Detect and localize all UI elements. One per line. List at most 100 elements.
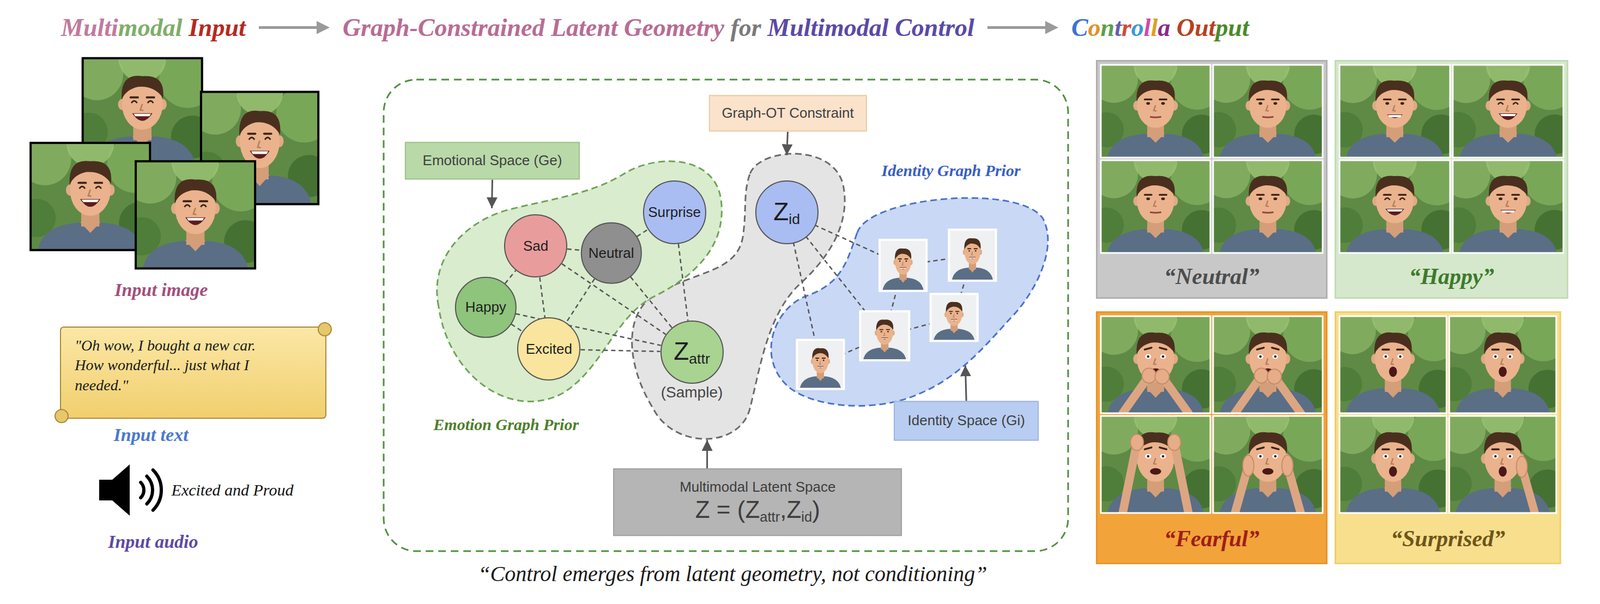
identity-link: [820, 335, 885, 365]
portrait-photo: [879, 239, 927, 292]
portrait-photo: [1213, 64, 1323, 158]
quote-text: "Oh wow, I bought a new car. How wonderf…: [74, 335, 282, 396]
emotion-node: Excited: [517, 317, 581, 381]
portrait-photo: [859, 311, 909, 361]
photo-frame: [859, 311, 909, 361]
identity-link: [786, 211, 903, 265]
dashed-link: [566, 278, 595, 323]
photo-frame: [1213, 316, 1323, 414]
emotion-label: Neutral: [588, 244, 635, 262]
identity-link: [786, 211, 886, 336]
quote-scroll: "Oh wow, I bought a new car. How wonderf…: [52, 321, 334, 424]
expression-label: “Neutral”: [1164, 263, 1260, 290]
portrait-photo: [1449, 316, 1556, 414]
output-panel: “Surprised”: [1334, 311, 1562, 565]
dashed-link: [630, 276, 672, 328]
title-row: Multimodal InputGraph-Constrained Latent…: [61, 13, 1250, 42]
portrait-photo: [948, 229, 996, 281]
latent-symbol: Zid: [773, 196, 800, 228]
portrait-photo: [1100, 64, 1211, 158]
photo-frame: [1449, 415, 1556, 513]
latent-symbol: Zattr: [673, 336, 711, 368]
dashed-link: [561, 263, 666, 335]
identity-link: [786, 211, 821, 365]
box-label: Z = (Zattr,Zid): [695, 495, 821, 526]
photo-frame: [1339, 316, 1447, 414]
box-label: Graph-OT Constraint: [721, 104, 854, 122]
output-panel: “Fearful”: [1095, 311, 1328, 565]
photo-frame: [1100, 415, 1211, 513]
portrait-photo: [201, 92, 319, 205]
portrait-photo: [796, 340, 844, 390]
audio-description: Excited and Proud: [171, 480, 294, 500]
portrait-photo: [1100, 316, 1211, 414]
outer-region: [383, 79, 1069, 551]
photo-frame: [948, 229, 996, 281]
emotion-label: Surprise: [647, 203, 701, 221]
photo-frame: [201, 92, 319, 205]
portrait-photo: [82, 58, 203, 164]
portrait-photo: [30, 142, 150, 251]
photo-frame: [1100, 160, 1211, 253]
photo-frame: [1452, 160, 1564, 253]
panel-ground: [1095, 59, 1328, 299]
latent-node: Zid: [755, 180, 819, 244]
dashed-link: [567, 249, 581, 251]
identity-link: [884, 317, 954, 336]
portrait-photo: [930, 293, 978, 341]
box-label: Multimodal Latent Space: [679, 478, 836, 496]
emotion-node: Happy: [455, 276, 517, 338]
panel-ground: [1334, 59, 1569, 299]
section-label: Controlla Output: [1071, 13, 1250, 42]
photo-frame: [1213, 64, 1323, 158]
region-title: Emotion Graph Prior: [433, 415, 579, 434]
space-box: Identity Space (Gi): [893, 401, 1039, 441]
photo-frame: [1100, 316, 1211, 414]
expression-label: “Surprised”: [1390, 525, 1506, 552]
portrait-photo: [1339, 316, 1447, 414]
photo-frame: [1449, 316, 1556, 414]
photo-frame: [1452, 64, 1564, 158]
dashed-link: [580, 349, 660, 352]
region-title: Identity Graph Prior: [881, 161, 1021, 180]
photo-frame: [1339, 415, 1447, 513]
portrait-photo: [1100, 160, 1211, 253]
portrait-photo: [1449, 415, 1556, 513]
photo-frame: [796, 340, 844, 390]
caption: “Control emerges from latent geometry, n…: [477, 560, 987, 587]
expression-label: “Fearful”: [1164, 525, 1260, 552]
photo-frame: [135, 161, 256, 269]
portrait-photo: [1100, 415, 1211, 513]
sample-note: (Sample): [661, 383, 724, 402]
flow-arrow: [491, 179, 494, 209]
space-box: Emotional Space (Ge): [404, 141, 580, 180]
title-arrow: [987, 17, 1059, 37]
identity-link: [902, 255, 973, 266]
output-panel: “Happy”: [1334, 59, 1569, 299]
flow-arrow: [706, 439, 708, 469]
input-photos: [17, 34, 333, 269]
output-panel: “Neutral”: [1095, 59, 1328, 299]
portrait-photo: [135, 161, 256, 269]
dashed-link: [637, 229, 648, 237]
photo-frame: [879, 239, 927, 292]
emotion-node: Sad: [504, 214, 568, 278]
photo-frame: [1339, 160, 1451, 253]
photo-frame: [1213, 415, 1323, 513]
box-label: Emotional Space (Ge): [422, 152, 563, 169]
expression-label: “Happy”: [1408, 263, 1494, 290]
portrait-photo: [1339, 160, 1451, 253]
identity-link: [884, 265, 903, 336]
title-arrow: [258, 17, 330, 37]
box-label: Identity Space (Gi): [907, 412, 1026, 430]
photo-frame: [82, 58, 203, 164]
input-label: Input audio: [107, 531, 198, 553]
emotion-label: Excited: [525, 340, 573, 358]
dashed-link: [539, 277, 545, 318]
emotion-label: Happy: [465, 298, 507, 316]
flow-arrow: [786, 131, 789, 156]
emotion-node: Neutral: [580, 222, 642, 284]
photo-frame: [30, 142, 150, 251]
